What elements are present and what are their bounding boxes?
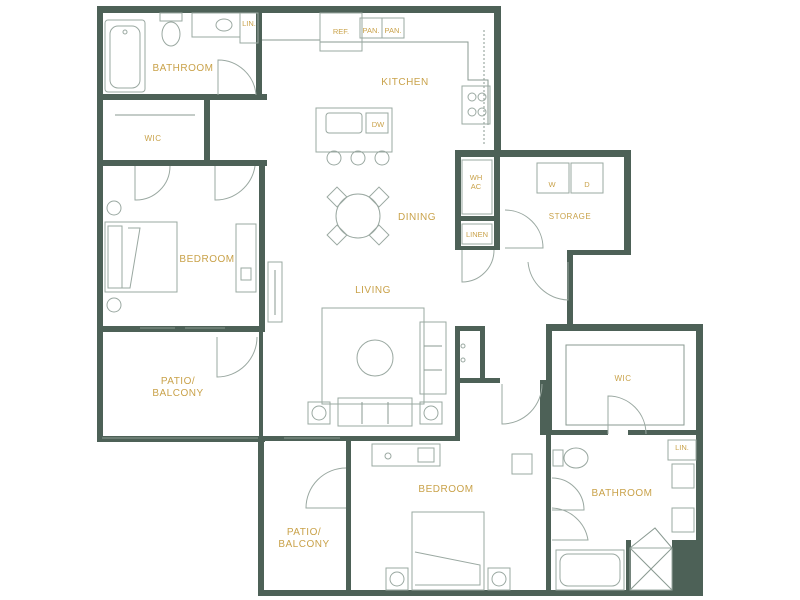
label-lin-right: LIN. xyxy=(675,443,689,452)
label-patio-bottom-2: BALCONY xyxy=(278,539,329,550)
label-patio-left-1: PATIO/ xyxy=(161,376,195,387)
windows xyxy=(102,39,340,439)
left-bedroom-fixtures xyxy=(104,114,283,323)
label-dining: DINING xyxy=(398,212,436,223)
storage-fixtures xyxy=(461,159,604,301)
bathroom-top-fixtures xyxy=(104,12,259,96)
right-bath-fixtures xyxy=(551,344,697,591)
label-living: LIVING xyxy=(355,285,391,296)
label-bedroom-left: BEDROOM xyxy=(179,254,234,265)
label-pan-2: PAN. xyxy=(385,26,402,35)
living-furniture xyxy=(307,307,543,427)
label-dryer: D xyxy=(584,180,590,189)
left-patio-door xyxy=(216,336,258,378)
label-lin-top: LIN. xyxy=(242,19,256,28)
label-wic-left: WIC xyxy=(144,134,161,143)
label-ref: REF. xyxy=(333,27,349,36)
bottom-bedroom-fixtures xyxy=(305,443,533,591)
label-patio-left-2: BALCONY xyxy=(152,388,203,399)
label-wic-right: WIC xyxy=(614,374,631,383)
room-labels: BATHROOM KITCHEN WIC BEDROOM DINING STOR… xyxy=(144,63,652,550)
label-wh: WH xyxy=(470,173,483,182)
walls xyxy=(97,6,703,596)
label-washer: W xyxy=(548,180,556,189)
label-bathroom-top: BATHROOM xyxy=(152,63,213,74)
label-patio-bottom-1: PATIO/ xyxy=(287,527,321,538)
label-storage: STORAGE xyxy=(549,212,591,221)
label-ac: AC xyxy=(471,182,482,191)
label-bedroom-bottom: BEDROOM xyxy=(418,484,473,495)
dining-set xyxy=(326,186,390,246)
fixture-labels: LIN. REF. PAN. PAN. DW WH AC LINEN W D L… xyxy=(242,19,689,452)
label-linen: LINEN xyxy=(466,230,488,239)
label-pan-1: PAN. xyxy=(363,26,380,35)
kitchen-fixtures xyxy=(315,12,491,166)
label-kitchen: KITCHEN xyxy=(381,77,428,88)
label-bathroom-right: BATHROOM xyxy=(591,488,652,499)
label-dw: DW xyxy=(372,120,385,129)
